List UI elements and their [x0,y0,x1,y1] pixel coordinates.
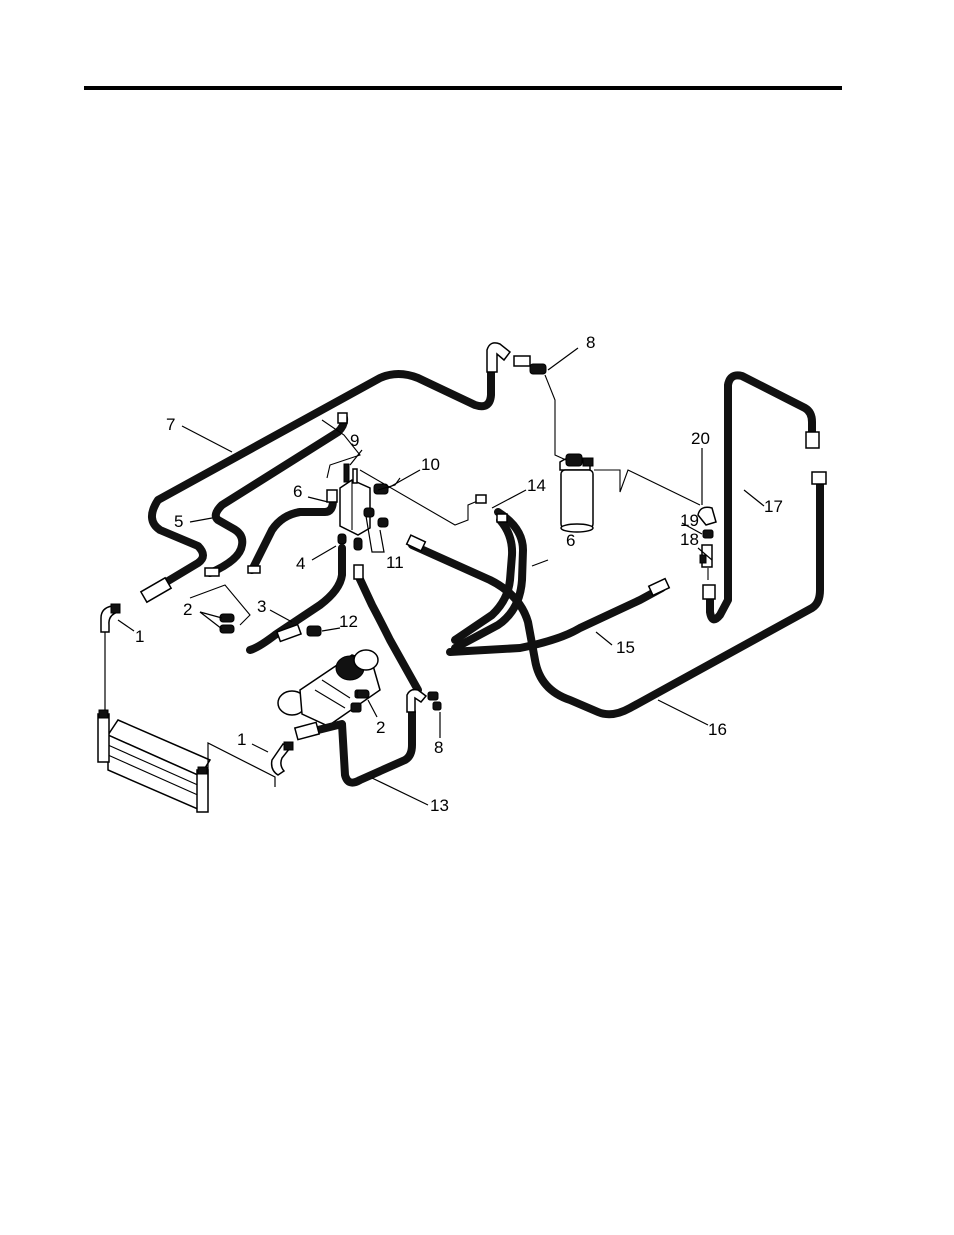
callout-18: 18 [680,530,699,549]
hose-6a [252,500,333,570]
callout-6a: 6 [293,482,302,501]
hose-13-end [295,722,319,739]
callout-labels: 1 1 2 2 3 4 5 6 6 7 8 8 9 10 11 12 13 14… [135,333,783,815]
callout-1b: 1 [237,730,246,749]
hydraulic-filter [560,454,593,532]
callout-14: 14 [527,476,546,495]
callout-8b: 8 [434,738,443,757]
hydraulic-pump [278,626,380,726]
callout-5: 5 [174,512,183,531]
fittings-2b [357,690,369,698]
hose-17 [710,375,812,619]
callout-15: 15 [616,638,635,657]
oil-cooler [98,710,210,812]
callout-6b: 6 [566,531,575,550]
fittings-18-20 [698,507,716,567]
callout-12: 12 [339,612,358,631]
callout-2a: 2 [183,600,192,619]
callout-20: 20 [691,429,710,448]
hose-16-end [812,472,826,484]
hose-5-fitting [205,568,219,576]
control-valve [338,464,388,550]
callout-8a: 8 [586,333,595,352]
hose-17-end [806,432,819,448]
elbow-fitting-1b [272,742,293,775]
callout-19: 19 [680,511,699,530]
callout-4: 4 [296,554,305,573]
elbow-fitting-1a [101,604,120,632]
callout-3: 3 [257,597,266,616]
callout-16: 16 [708,720,727,739]
callout-17: 17 [764,497,783,516]
fitting-8b [428,692,441,710]
callout-10: 10 [421,455,440,474]
hose-5 [210,418,344,573]
callout-1a: 1 [135,627,144,646]
callout-11: 11 [386,553,404,572]
callout-7: 7 [166,415,175,434]
fitting-8a [514,356,546,374]
callout-13: 13 [430,796,449,815]
hose-13 [318,712,412,783]
callout-9: 9 [350,431,359,450]
hose-12-fitting [354,565,363,579]
callout-2b: 2 [376,718,385,737]
hose-16 [412,485,820,714]
fittings-2a [220,614,234,633]
